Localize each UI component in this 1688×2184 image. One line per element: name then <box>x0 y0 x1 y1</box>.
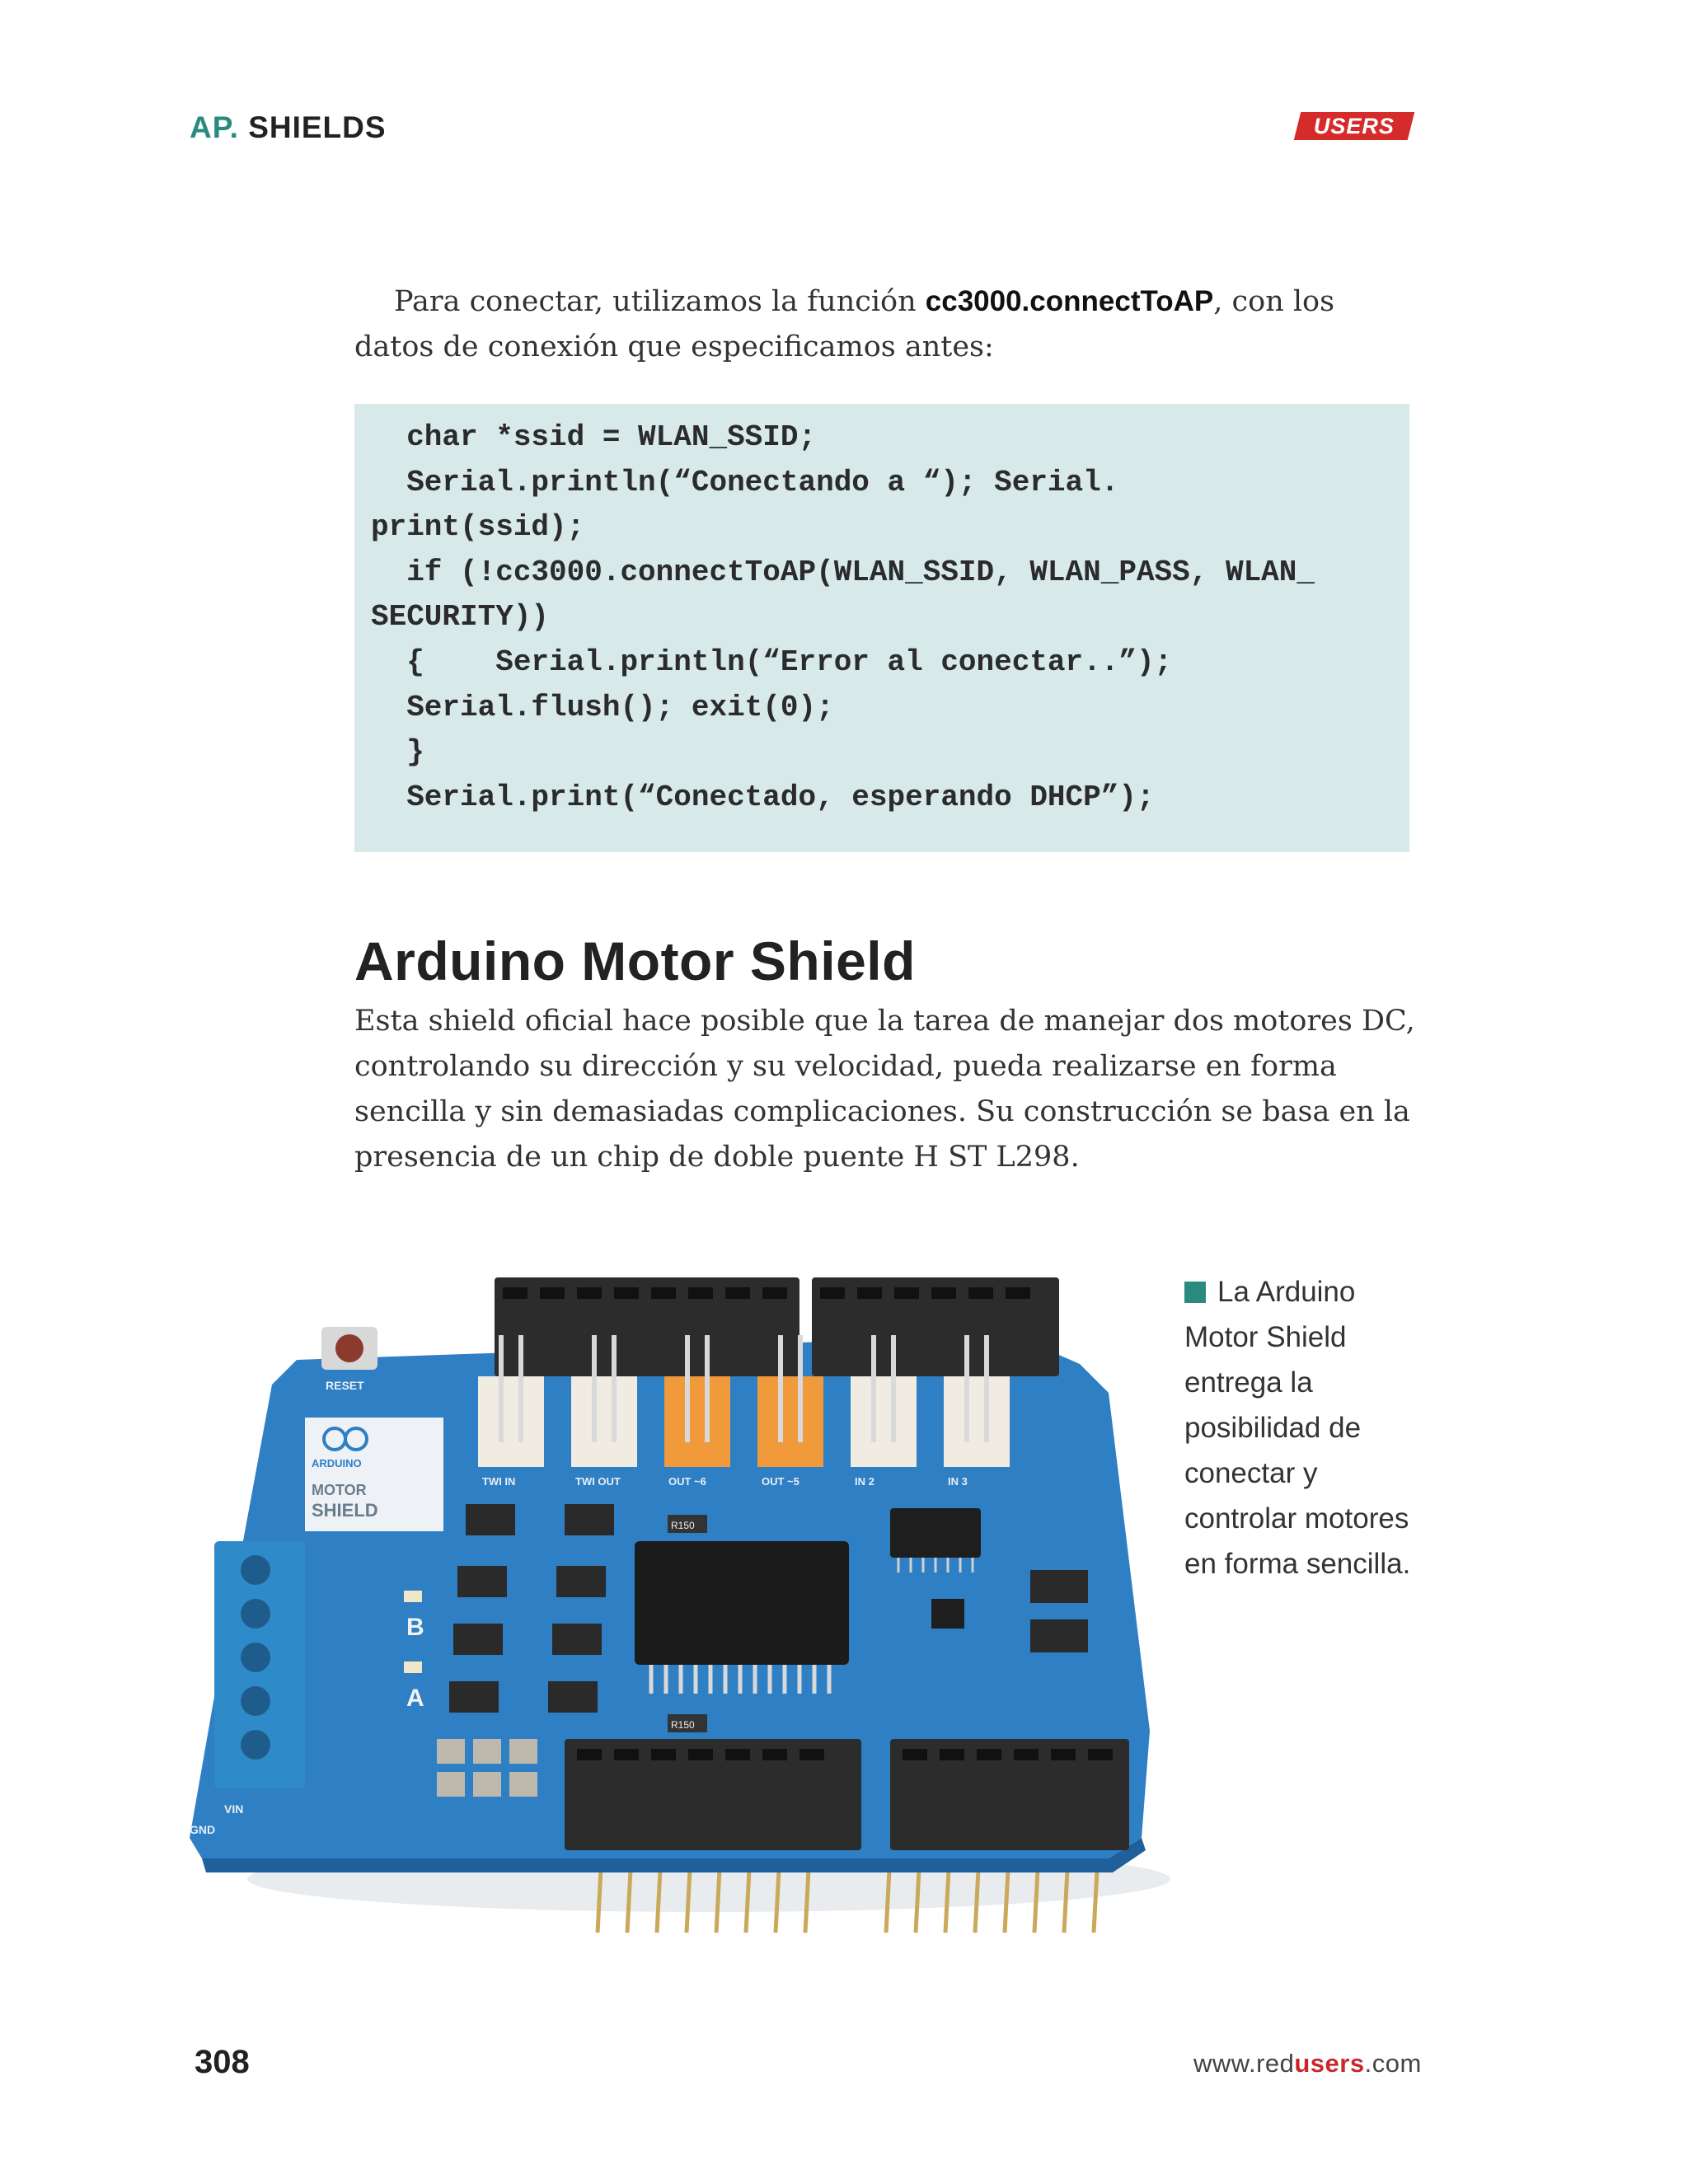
code-line: print(ssid); <box>371 510 585 545</box>
function-name: cc3000.connectToAP <box>925 285 1214 317</box>
section-heading: Arduino Motor Shield <box>354 930 916 991</box>
connector-label: TWI OUT <box>575 1475 621 1488</box>
logic-ic <box>890 1508 981 1558</box>
intro-paragraph: Para conectar, utilizamos la función cc3… <box>354 279 1409 370</box>
code-line: Serial.println(“Conectando a “); Serial. <box>371 465 1119 499</box>
connector-label: OUT ~5 <box>762 1475 799 1488</box>
logo-text: USERS <box>1313 113 1395 138</box>
code-line: Serial.flush(); exit(0); <box>371 690 834 724</box>
code-line: { Serial.println(“Error al conectar..”); <box>371 644 1173 679</box>
brand-label: ARDUINO <box>312 1457 362 1469</box>
code-listing: char *ssid = WLAN_SSID; Serial.println(“… <box>354 404 1409 820</box>
connector-label: IN 2 <box>855 1475 874 1488</box>
code-line: if (!cc3000.connectToAP(WLAN_SSID, WLAN_… <box>371 555 1315 589</box>
reset-label: RESET <box>326 1379 364 1392</box>
chapter-title: SHIELDS <box>248 110 387 144</box>
code-line: SECURITY)) <box>371 600 550 635</box>
product-line1: MOTOR <box>312 1482 367 1498</box>
code-line: char *ssid = WLAN_SSID; <box>371 420 817 454</box>
code-line: } <box>371 735 424 770</box>
page-number: 308 <box>195 2044 250 2080</box>
code-block: char *ssid = WLAN_SSID; Serial.println(“… <box>354 404 1409 852</box>
site-suffix: .com <box>1364 2049 1422 2078</box>
figure-caption: La Arduino Motor Shield entrega la posib… <box>1184 1269 1432 1586</box>
logo-plate <box>305 1418 443 1531</box>
resistor-label: R150 <box>671 1520 695 1531</box>
connector-row <box>478 1376 1010 1467</box>
vin-label: VIN <box>224 1802 243 1816</box>
product-line2: SHIELD <box>312 1500 378 1521</box>
site-url: www.redusers.com <box>1193 2049 1422 2079</box>
users-logo: USERS <box>1293 112 1415 140</box>
connector-label: OUT ~6 <box>668 1475 706 1488</box>
caption-marker-icon <box>1184 1282 1206 1303</box>
section-paragraph: Esta shield oficial hace posible que la … <box>354 1005 1415 1174</box>
resistor-label: R150 <box>671 1719 695 1731</box>
channel-b-label: B <box>406 1614 424 1641</box>
intro-text-after: , con los datos de conexión que especifi… <box>354 285 1335 363</box>
site-brand: users <box>1294 2049 1365 2078</box>
chapter-prefix: AP. <box>190 110 239 144</box>
chapter-header: AP. SHIELDS <box>190 110 387 145</box>
bottom-header-left <box>565 1739 861 1850</box>
bottom-header-right <box>890 1739 1129 1850</box>
l298-chip <box>635 1541 849 1665</box>
intro-text-before: Para conectar, utilizamos la función <box>394 285 926 318</box>
top-header-left <box>495 1277 799 1376</box>
channel-a-label: A <box>406 1685 424 1712</box>
site-prefix: www.red <box>1193 2049 1295 2078</box>
caption-text: La Arduino Motor Shield entrega la posib… <box>1184 1276 1411 1580</box>
connector-label: IN 3 <box>948 1475 968 1488</box>
connector-label: TWI IN <box>482 1475 515 1488</box>
gnd-label: GND <box>190 1823 215 1836</box>
motor-shield-photo: RESET ARDUINO MOTOR SHIELD TWI IN TWI OU… <box>190 1277 1170 1933</box>
code-line: Serial.print(“Conectado, esperando DHCP”… <box>371 780 1155 814</box>
